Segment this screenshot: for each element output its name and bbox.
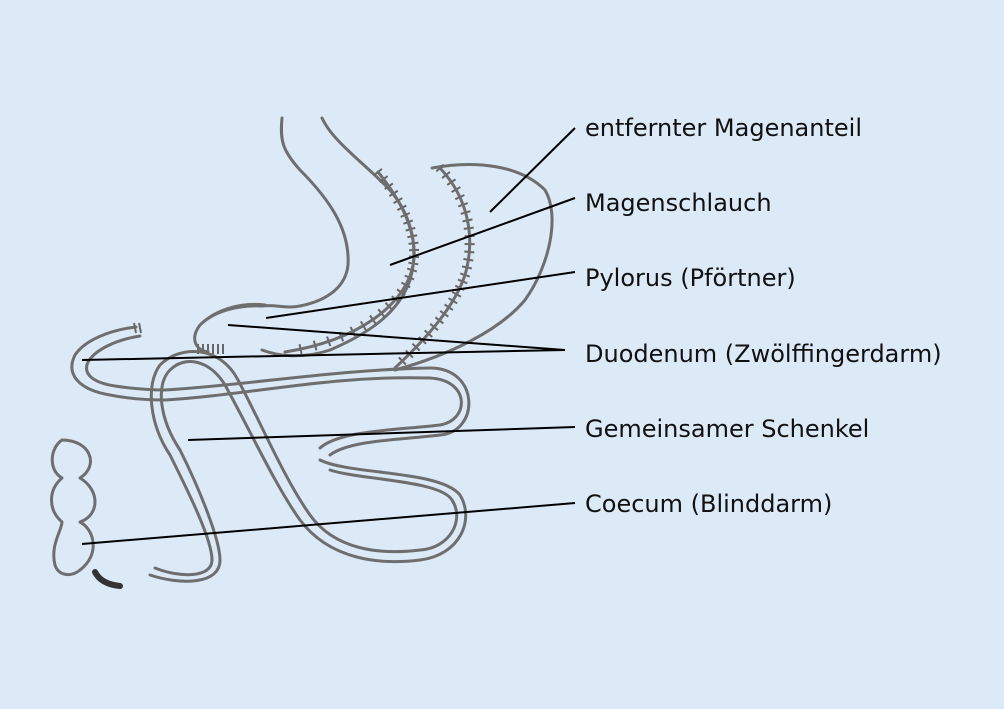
staple-curve: [393, 273, 467, 370]
leader-lines: [81, 127, 576, 545]
duodenum-inner: [85, 334, 167, 392]
label-removed-stomach: entfernter Magenanteil: [585, 114, 862, 142]
leader-common-limb: [187, 426, 576, 441]
staple-curve: [283, 268, 414, 354]
staple-curve: [376, 170, 416, 272]
cecum-outline: [50, 438, 97, 577]
intestine-loops: [148, 350, 471, 583]
pylorus-outline: [193, 302, 267, 354]
leader-removed-stomach: [489, 127, 576, 213]
leader-cecum: [81, 502, 576, 545]
leader-duodenum-a: [227, 324, 566, 351]
appendix: [92, 569, 123, 589]
label-gastric-sleeve: Magenschlauch: [585, 189, 772, 217]
staple-line: [197, 163, 475, 370]
duodenum-suture: [133, 322, 142, 334]
label-common-limb: Gemeinsamer Schenkel: [585, 415, 870, 443]
leader-duodenum-b: [81, 349, 566, 361]
leader-pylorus: [265, 271, 576, 319]
stomach-sleeve: [260, 116, 416, 358]
leader-gastric-sleeve: [389, 197, 576, 266]
label-duodenum: Duodenum (Zwölffingerdarm): [585, 340, 942, 368]
duodenum-outline: [70, 325, 167, 402]
staple-curve: [438, 166, 472, 277]
label-cecum: Coecum (Blinddarm): [585, 490, 833, 518]
label-pylorus: Pylorus (Pförtner): [585, 264, 796, 292]
